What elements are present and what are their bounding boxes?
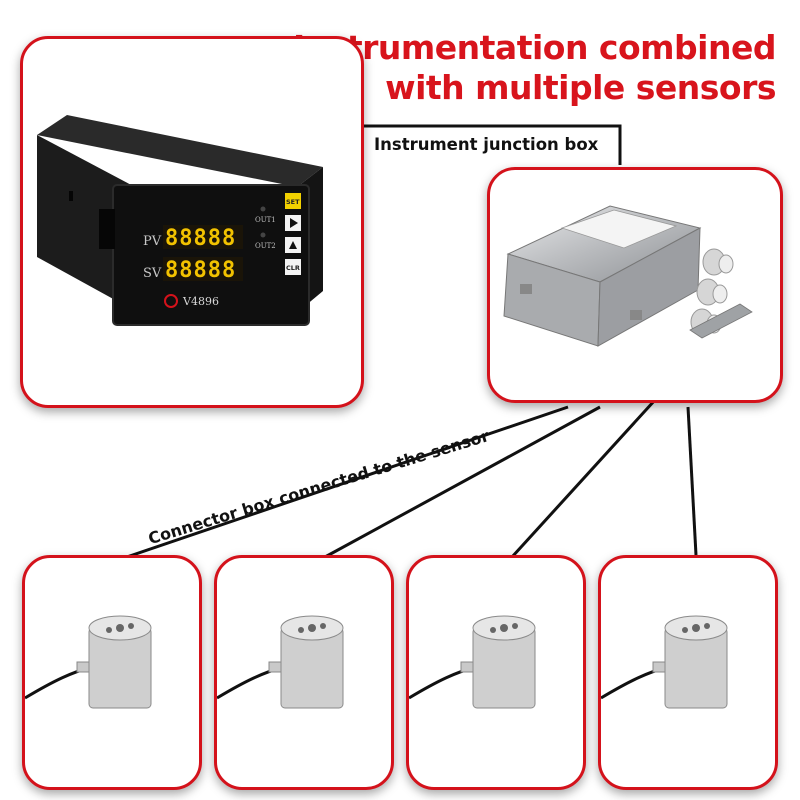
sensor-frame-3 (406, 555, 586, 790)
sensor-frame-4 (598, 555, 778, 790)
load-cell-sensor-1 (25, 615, 152, 709)
instrument-panel-frame: PV SV 88888 88888 OUT1 OUT2 SET CLR (20, 36, 364, 408)
junction-to-sensor-3-wire (510, 398, 657, 559)
junction-box-label: Instrument junction box (374, 135, 599, 154)
model-number: V4896 (182, 295, 219, 308)
load-cell-sensor-4 (601, 615, 728, 709)
clr-button-label: CLR (286, 264, 300, 272)
set-button-label: SET (286, 198, 300, 206)
cable-gland-2 (696, 278, 728, 306)
junction-box-frame (487, 167, 783, 403)
headline-line-1: Instrumentation combined (292, 28, 777, 67)
right-arrow-icon (290, 218, 298, 228)
junction-to-sensor-4-wire (686, 406, 698, 556)
out1-label: OUT1 (255, 216, 276, 224)
instrument-display-unit: PV SV 88888 88888 OUT1 OUT2 SET CLR (37, 115, 323, 326)
sensor-frame-1 (22, 555, 202, 790)
set-button[interactable]: SET (285, 193, 301, 209)
sensor-frame-2 (214, 555, 394, 790)
out2-led (260, 232, 266, 238)
out1-led (260, 206, 266, 212)
brand-logo (164, 294, 178, 308)
clr-button[interactable]: CLR (285, 259, 301, 275)
junction-box-nameplate (560, 209, 678, 249)
pv-label: PV (143, 234, 162, 249)
sv-label: SV (143, 266, 162, 281)
junction-to-sensor-2-wire (324, 405, 601, 559)
up-arrow-icon (289, 241, 297, 249)
load-cell-sensor-2 (217, 615, 344, 709)
sv-readout: 88888 (165, 258, 236, 283)
pv-readout: 88888 (165, 226, 236, 251)
cable-gland-1 (702, 248, 734, 276)
up-button[interactable] (285, 237, 301, 253)
junction-to-sensor-1-wire (117, 405, 569, 562)
headline: Instrumentation combined with multiple s… (292, 28, 777, 108)
load-cell-sensor-3 (409, 615, 536, 709)
out2-label: OUT2 (255, 242, 276, 250)
instrument-to-junction-wire (362, 124, 622, 165)
shift-button[interactable] (285, 215, 301, 231)
headline-line-2: with multiple sensors (385, 68, 776, 107)
junction-box-image (503, 205, 753, 347)
